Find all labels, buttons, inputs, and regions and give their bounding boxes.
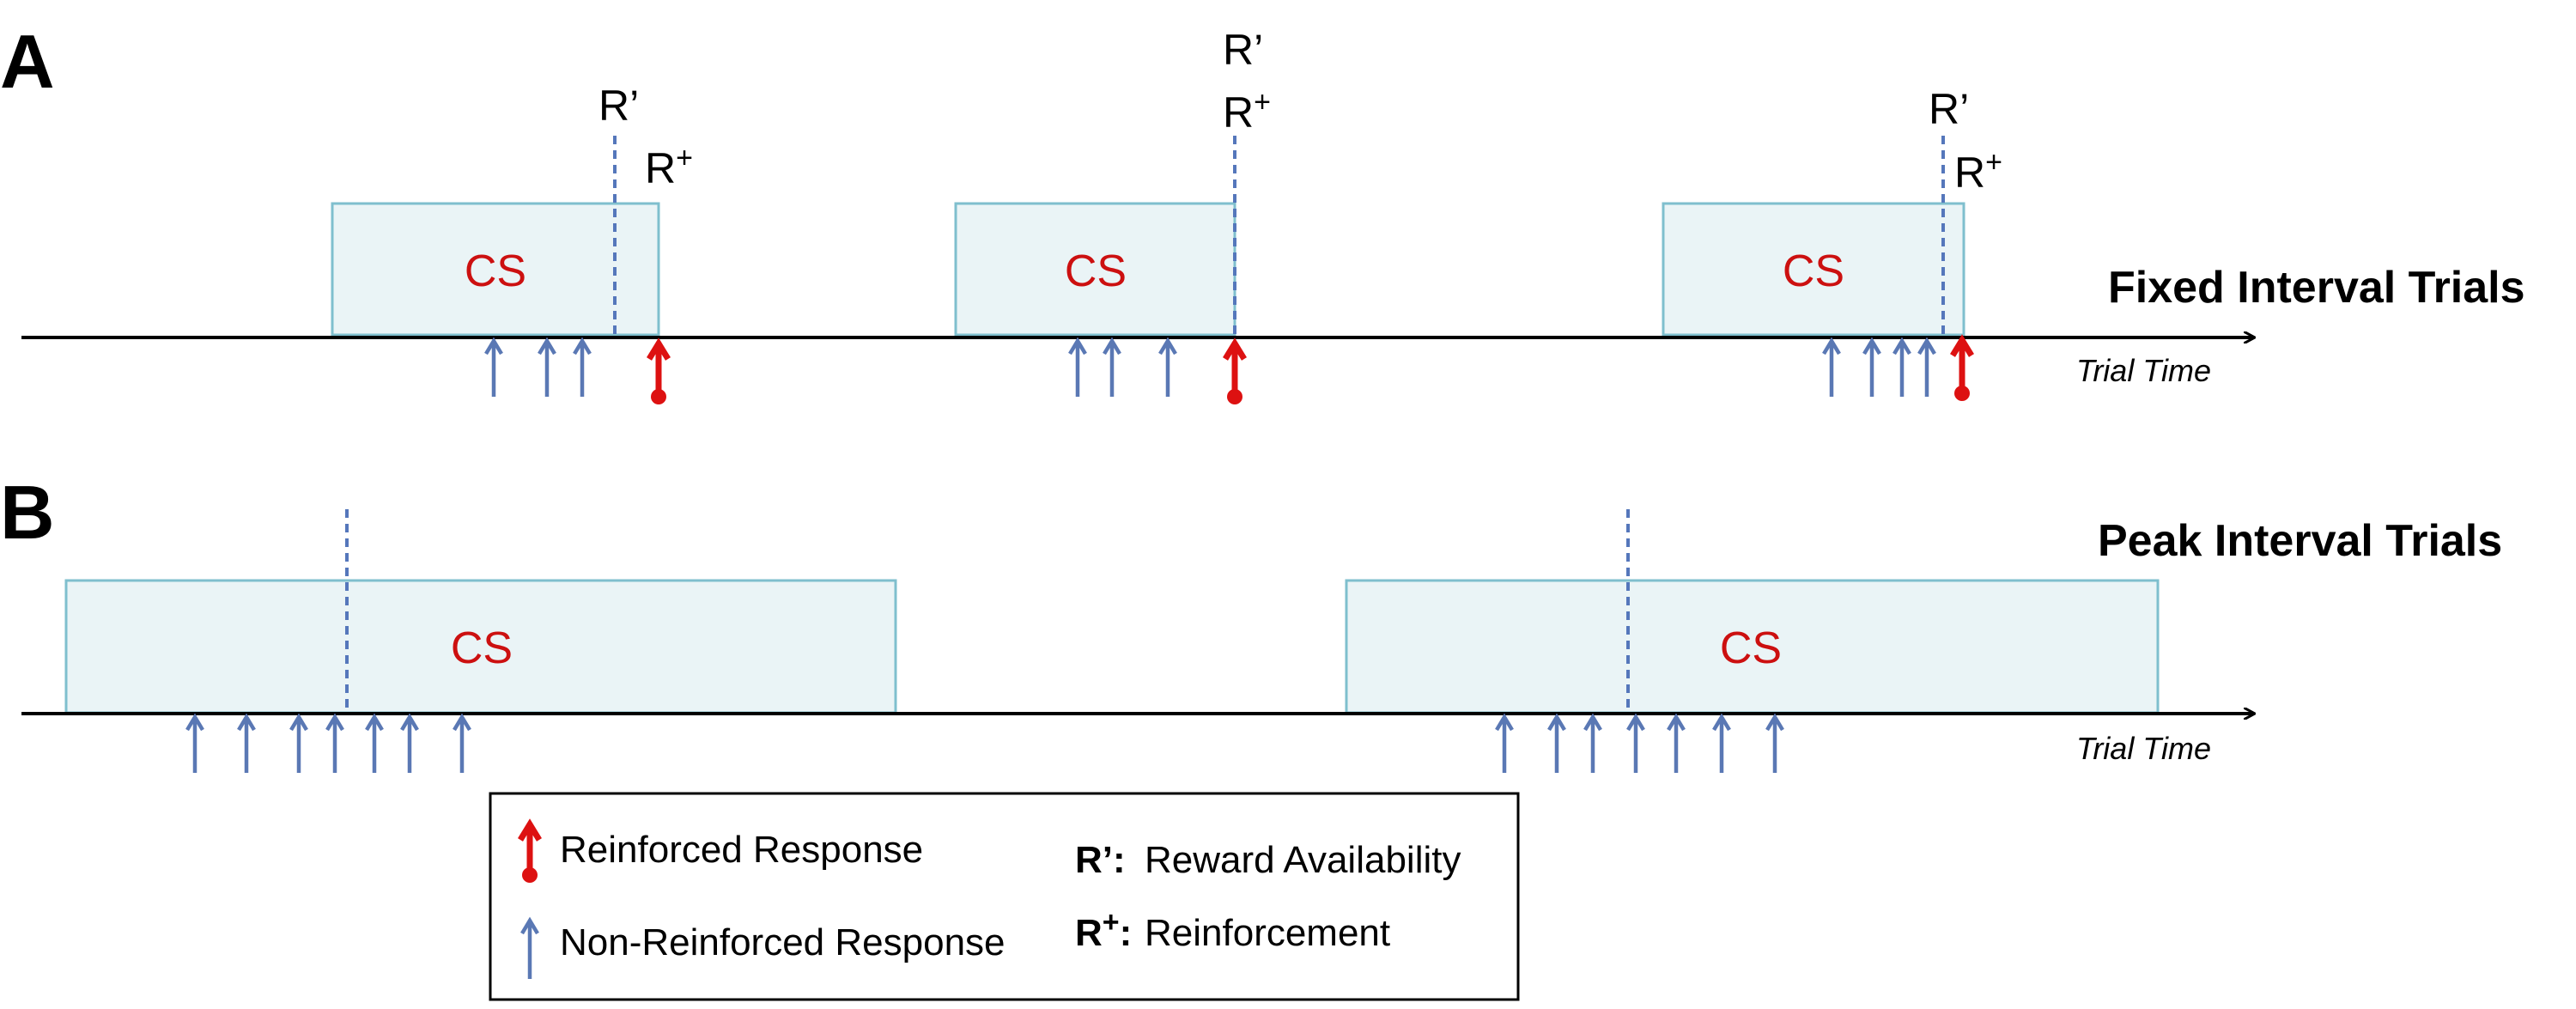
- cs-label-b2: CS: [1720, 623, 1782, 673]
- non-reinforced-response-arrow: [289, 713, 308, 773]
- non-reinforced-response-arrow: [237, 713, 256, 773]
- legend-r-prime-desc: Reward Availability: [1145, 839, 1461, 881]
- reinforced-response-arrow-a1: [647, 337, 671, 404]
- panel-b-letter: B: [0, 470, 55, 555]
- legend: Reinforced Response Non-Reinforced Respo…: [489, 792, 1520, 1001]
- r-plus-label-a2: R+: [1223, 86, 1271, 137]
- cs-label-a1: CS: [465, 246, 526, 296]
- non-reinforced-response-arrow: [453, 713, 471, 773]
- r-plus-label-a1: R+: [645, 142, 693, 192]
- panel-a: A Fixed Interval Trials CS CS CS Trial T…: [0, 19, 2525, 404]
- cs-label-a3: CS: [1783, 246, 1844, 296]
- responses-b1: [185, 713, 471, 773]
- non-reinforced-response-arrow: [365, 713, 384, 773]
- reinforced-response-arrow-a3: [1950, 334, 1974, 401]
- cs-box-a2: [954, 202, 1236, 337]
- r-prime-label-a1: R’: [598, 82, 639, 130]
- legend-r-plus-desc: Reinforcement: [1145, 912, 1390, 954]
- non-reinforced-response-arrow: [1712, 713, 1731, 773]
- non-reinforced-response-arrow: [325, 713, 344, 773]
- cs-box-a3: [1662, 202, 1965, 337]
- panel-b: B Peak Interval Trials CS CS Trial Time: [0, 470, 2502, 773]
- responses-a3: [1822, 337, 1936, 397]
- legend-r-prime-key: R’:: [1075, 839, 1126, 881]
- non-reinforced-response-arrow: [538, 337, 556, 397]
- non-reinforced-response-arrow: [1822, 337, 1841, 397]
- non-reinforced-response-arrow: [185, 713, 204, 773]
- axis-label-a: Trial Time: [2076, 353, 2211, 388]
- cs-label-b1: CS: [451, 623, 513, 673]
- non-reinforced-response-arrow: [1068, 337, 1087, 397]
- legend-r-plus-key: R+:: [1075, 906, 1132, 954]
- legend-box: [489, 792, 1520, 1001]
- r-plus-label-a3: R+: [1954, 146, 2002, 197]
- non-reinforced-response-arrow: [484, 337, 503, 397]
- r-prime-label-a2: R’: [1223, 26, 1263, 74]
- non-reinforced-response-arrow: [400, 713, 419, 773]
- non-reinforced-response-arrow: [1626, 713, 1645, 773]
- non-reinforced-response-arrow: [573, 337, 592, 397]
- non-reinforced-response-arrow: [1103, 337, 1121, 397]
- cs-box-b1: [64, 579, 897, 714]
- panel-b-title: Peak Interval Trials: [2098, 516, 2502, 566]
- panel-a-title: Fixed Interval Trials: [2108, 263, 2525, 313]
- non-reinforced-response-arrow: [1862, 337, 1881, 397]
- legend-reinforced-arrow-icon: [518, 818, 542, 883]
- legend-non-reinforced-label: Non-Reinforced Response: [560, 921, 1005, 963]
- axis-label-b: Trial Time: [2076, 731, 2211, 766]
- non-reinforced-response-arrow: [1667, 713, 1686, 773]
- responses-a1: [484, 337, 592, 397]
- non-reinforced-response-arrow: [1765, 713, 1784, 773]
- non-reinforced-response-arrow: [1917, 337, 1936, 397]
- non-reinforced-response-arrow: [1583, 713, 1602, 773]
- legend-reinforced-label: Reinforced Response: [560, 829, 923, 871]
- r-prime-label-a3: R’: [1929, 85, 1969, 133]
- responses-a2: [1068, 337, 1177, 397]
- non-reinforced-response-arrow: [1547, 713, 1566, 773]
- non-reinforced-response-arrow: [1893, 337, 1911, 397]
- legend-non-reinforced-arrow-icon: [520, 916, 539, 979]
- responses-b2: [1495, 713, 1784, 773]
- panel-a-letter: A: [0, 19, 55, 104]
- cs-label-a2: CS: [1065, 246, 1127, 296]
- reinforced-response-arrow-a2: [1223, 337, 1247, 404]
- cs-box-a1: [331, 202, 660, 337]
- non-reinforced-response-arrow: [1495, 713, 1514, 773]
- non-reinforced-response-arrow: [1158, 337, 1177, 397]
